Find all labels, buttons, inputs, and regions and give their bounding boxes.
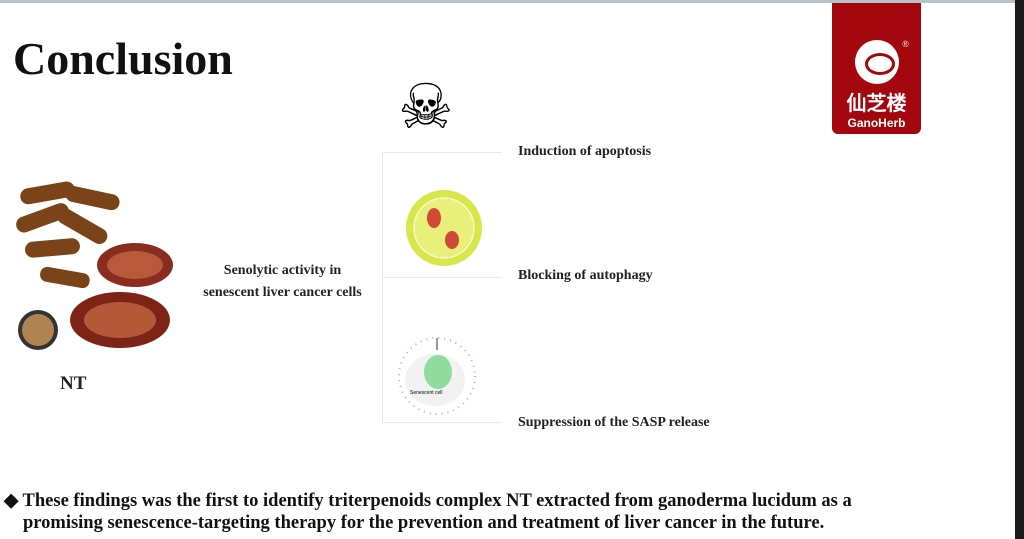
logo-cloud-icon bbox=[854, 40, 899, 84]
ganoderma-capsules-image bbox=[16, 181, 173, 350]
logo-english: GanoHerb bbox=[847, 116, 906, 130]
senescent-cell-image bbox=[398, 337, 476, 415]
senolytic-activity-label: Senolytic activity in senescent liver ca… bbox=[185, 260, 380, 304]
divider bbox=[382, 152, 502, 153]
mechanism-autophagy: Blocking of autophagy bbox=[518, 268, 653, 283]
center-label-line: senescent liver cancer cells bbox=[203, 285, 362, 300]
logo-chinese: 仙芝楼 bbox=[846, 91, 907, 115]
footer-line: promising senescence-targeting therapy f… bbox=[23, 513, 825, 533]
window-right-edge bbox=[1015, 0, 1024, 539]
skull-crossbones-icon: ☠ bbox=[398, 74, 454, 142]
conclusion-footer: ◆ These findings was the first to identi… bbox=[4, 490, 1014, 534]
divider bbox=[382, 422, 502, 423]
divider bbox=[382, 277, 502, 278]
center-label-line: Senolytic activity in bbox=[223, 263, 342, 278]
cell-label: Senescent cell bbox=[410, 390, 443, 396]
product-label: NT bbox=[60, 373, 87, 394]
registered-mark: ® bbox=[902, 39, 909, 49]
mechanism-apoptosis: Induction of apoptosis bbox=[518, 144, 652, 159]
diamond-bullet-icon: ◆ bbox=[4, 491, 19, 511]
mechanism-sasp: Suppression of the SASP release bbox=[518, 415, 710, 430]
autophagy-cell-image bbox=[406, 190, 482, 266]
window-top-border bbox=[0, 0, 1024, 3]
ganoherb-logo: ® 仙芝楼 GanoHerb bbox=[832, 3, 921, 134]
slide-title: Conclusion bbox=[13, 33, 233, 84]
divider bbox=[382, 152, 383, 422]
footer-line: These findings was the first to identify… bbox=[22, 491, 852, 511]
